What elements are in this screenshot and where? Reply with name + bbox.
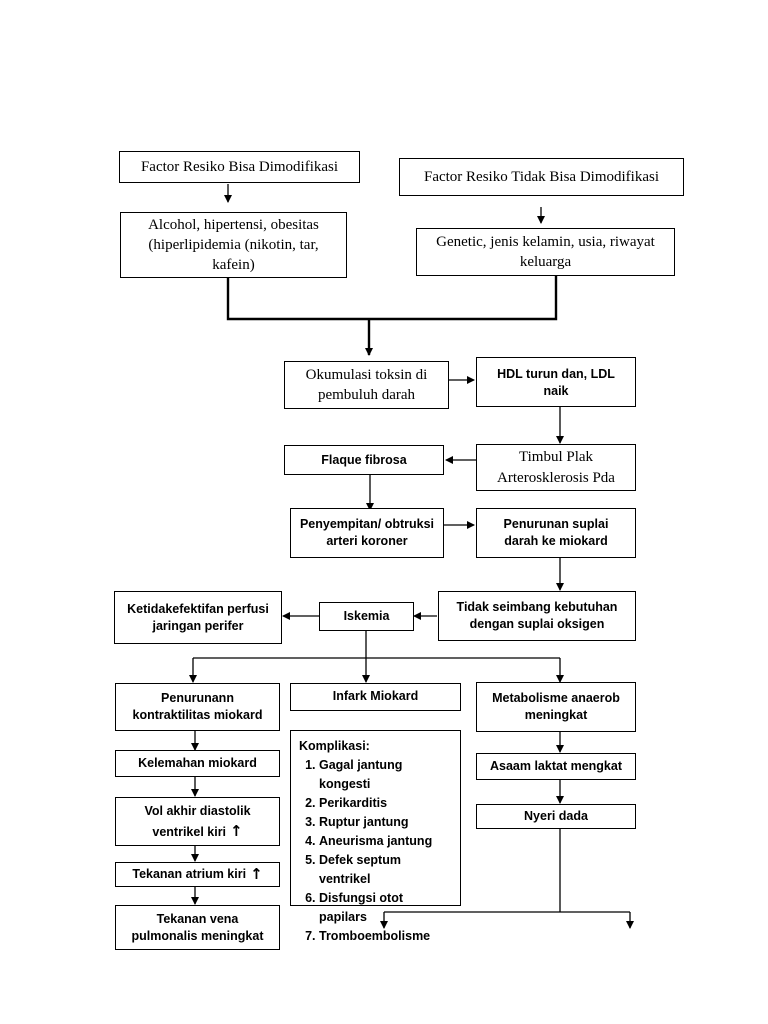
node-factor-modifiable: Factor Resiko Bisa Dimodifikasi bbox=[119, 151, 360, 183]
node-hdl-ldl: HDL turun dan, LDL naik bbox=[476, 357, 636, 407]
tekanan-atrium-label: Tekanan atrium kiri bbox=[132, 867, 247, 882]
node-asam-laktat: Asaam laktat mengkat bbox=[476, 753, 636, 780]
komplikasi-item: Disfungsi otot papilars bbox=[319, 889, 452, 927]
node-factor-nonmodifiable: Factor Resiko Tidak Bisa Dimodifikasi bbox=[399, 158, 684, 196]
node-tekanan-atrium: Tekanan atrium kiri↑ bbox=[115, 862, 280, 887]
komplikasi-list: Komplikasi: Gagal jantung kongesti Perik… bbox=[290, 730, 461, 943]
node-akumulasi-toksin: Okumulasi toksin di pembuluh darah bbox=[284, 361, 449, 409]
komplikasi-item: Defek septum ventrikel bbox=[319, 851, 452, 889]
komplikasi-item: Aneurisma jantung bbox=[319, 832, 452, 851]
komplikasi-title: Komplikasi: bbox=[299, 739, 370, 753]
komplikasi-items: Gagal jantung kongesti Perikarditis Rupt… bbox=[299, 756, 452, 946]
node-infark-miokard-label: Infark Miokard bbox=[332, 689, 419, 703]
node-kontraktilitas: Penurunann kontraktilitas miokard bbox=[115, 683, 280, 731]
node-infark-miokard: Infark Miokard bbox=[290, 683, 461, 711]
node-nonmodifiable-items: Genetic, jenis kelamin, usia, riwayat ke… bbox=[416, 228, 675, 276]
arrow-up-icon: ↑ bbox=[250, 865, 263, 884]
node-iskemia: Iskemia bbox=[319, 602, 414, 631]
arrow-up-icon: ↑ bbox=[230, 822, 243, 840]
node-kelemahan-miokard: Kelemahan miokard bbox=[115, 750, 280, 777]
node-vol-akhir-diastolik: Vol akhir diastolik ventrikel kiri↑ bbox=[115, 797, 280, 846]
node-timbul-plak: Timbul Plak Arterosklerosis Pda bbox=[476, 444, 636, 491]
vol-akhir-text: Vol akhir diastolik ventrikel kiri↑ bbox=[122, 801, 273, 842]
node-penurunan-suplai: Penurunan suplai darah ke miokard bbox=[476, 508, 636, 558]
node-flaque-fibrosa: Flaque fibrosa bbox=[284, 445, 444, 475]
node-tekanan-vena: Tekanan vena pulmonalis meningkat bbox=[115, 905, 280, 950]
komplikasi-item: Perikarditis bbox=[319, 794, 452, 813]
vol-akhir-label: Vol akhir diastolik ventrikel kiri bbox=[144, 804, 251, 839]
komplikasi-item: Tromboembolisme bbox=[319, 927, 452, 946]
node-modifiable-items: Alcohol, hipertensi, obesitas (hiperlipi… bbox=[120, 212, 347, 278]
komplikasi-item: Gagal jantung kongesti bbox=[319, 756, 452, 794]
node-hdl-ldl-label: HDL turun dan, LDL naik bbox=[497, 367, 615, 398]
node-nyeri-dada: Nyeri dada bbox=[476, 804, 636, 829]
komplikasi-item: Ruptur jantung bbox=[319, 813, 452, 832]
node-metabolisme-anaerob: Metabolisme anaerob meningkat bbox=[476, 682, 636, 732]
node-perfusi-perifer: Ketidakefektifan perfusi jaringan perife… bbox=[114, 591, 282, 644]
node-tidak-seimbang: Tidak seimbang kebutuhan dengan suplai o… bbox=[438, 591, 636, 641]
node-penyempitan: Penyempitan/ obtruksi arteri koroner bbox=[290, 508, 444, 558]
